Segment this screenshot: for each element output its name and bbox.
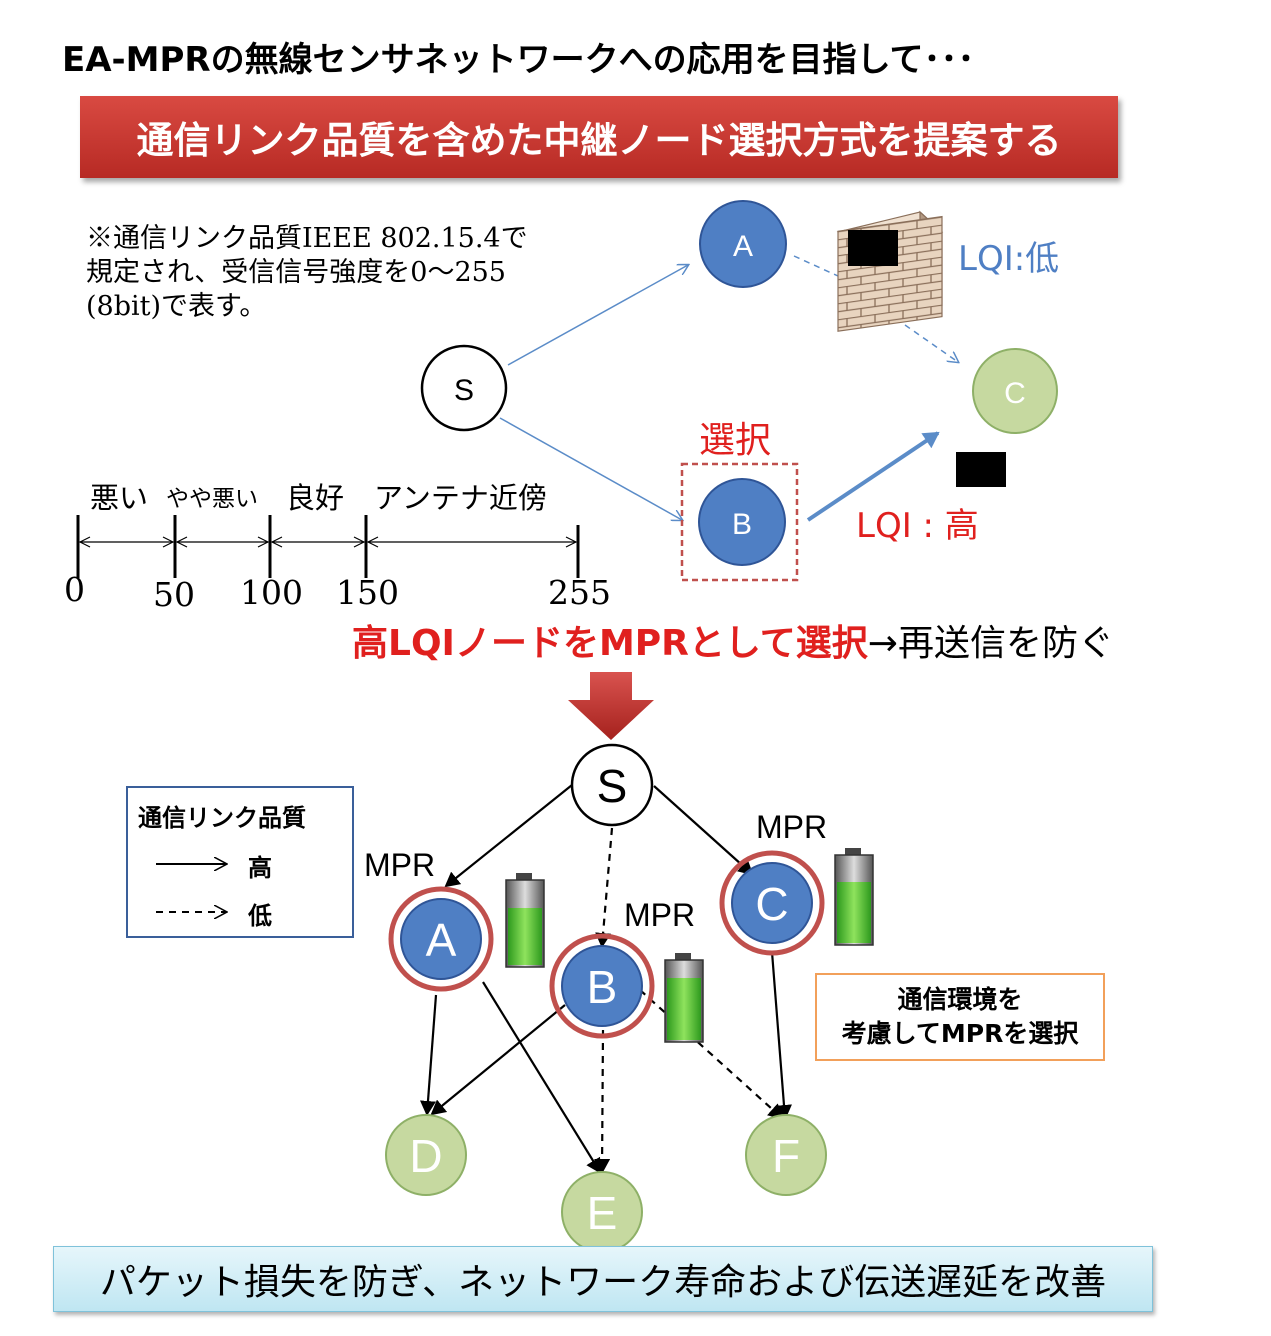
node-b	[561, 945, 643, 1027]
node-d-label: D	[409, 1130, 442, 1182]
edge-a-d	[420, 994, 438, 1116]
legend-low-label: 低	[248, 902, 272, 930]
edge-b-d	[430, 1004, 566, 1116]
page-title: EA-MPRの無線センサネットワークへの応用を目指して･･･	[62, 40, 975, 80]
top-node-s	[420, 344, 508, 432]
result-banner: パケット損失を防ぎ、ネットワーク寿命および伝送遅延を改善	[53, 1246, 1153, 1312]
top-node-s-label: S	[454, 374, 474, 407]
lqi-scale: 悪い やや悪い 良好 アンテナ近傍 0 50 100 150 255	[64, 481, 611, 614]
edge-s-c	[653, 785, 754, 876]
mpr-label-c: MPR	[756, 809, 827, 845]
top-node-a	[699, 200, 787, 288]
scale-value: 255	[548, 573, 611, 612]
mpr-ring-a	[388, 886, 494, 992]
edge-a-e	[482, 981, 602, 1174]
node-c	[731, 862, 813, 944]
down-arrow-icon	[568, 672, 654, 740]
redaction-box	[848, 230, 898, 266]
edge-s-b	[595, 827, 614, 948]
lqi-note-line3: (8bit)で表す。	[86, 291, 267, 322]
legend-title: 通信リンク品質	[138, 804, 306, 832]
conclusion-text: 高LQIノードをMPRとして選択→再送信を防ぐ	[352, 614, 1114, 666]
top-node-b	[698, 478, 786, 566]
scale-value: 0	[64, 570, 85, 609]
mpr-ring-b	[549, 933, 655, 1039]
lqi-note-line1: ※通信リンク品質IEEE 802.15.4で	[86, 223, 528, 254]
edge-b-e	[594, 1029, 611, 1174]
legend-box: 通信リンク品質 高 低	[126, 786, 354, 938]
node-a	[400, 898, 482, 980]
edge-c-f	[770, 951, 792, 1120]
range-label-bad: 悪い	[90, 481, 148, 515]
range-label-good: 良好	[286, 481, 344, 515]
legend-arrows	[156, 788, 352, 936]
node-f	[745, 1114, 827, 1196]
callout-line1: 通信環境を	[897, 985, 1023, 1014]
scale-value: 100	[240, 573, 303, 612]
top-node-a-label: A	[733, 230, 753, 263]
conclusion-red: 高LQIノードをMPRとして選択	[352, 623, 868, 664]
node-s-label: S	[597, 760, 628, 812]
node-b-label: B	[587, 961, 618, 1013]
battery-icon	[834, 848, 874, 946]
redaction-box	[956, 452, 1006, 487]
node-d	[385, 1114, 467, 1196]
edge-a-wall	[793, 255, 839, 277]
edge-b-c	[806, 431, 940, 522]
top-node-c-label: C	[1004, 377, 1026, 410]
edge-wall-c	[904, 324, 958, 362]
edge-s-b	[499, 417, 682, 520]
lqi-low-label: LQI:低	[958, 239, 1059, 279]
node-a-label: A	[426, 914, 457, 966]
mpr-label-a: MPR	[364, 847, 435, 883]
top-node-b-label: B	[732, 508, 752, 541]
mpr-ring-c	[719, 850, 825, 956]
selection-box	[680, 462, 799, 582]
lqi-note-line2: 規定され、受信信号強度を0〜255	[86, 257, 506, 288]
battery-icon	[664, 953, 704, 1043]
scale-value: 150	[336, 573, 399, 612]
node-s	[570, 743, 654, 827]
brick-wall-icon	[836, 210, 944, 332]
select-label: 選択	[699, 420, 771, 461]
callout-box: 通信環境を 考慮してMPRを選択	[815, 973, 1105, 1061]
edge-s-a	[507, 265, 688, 366]
lqi-note: ※通信リンク品質IEEE 802.15.4で 規定され、受信信号強度を0〜255…	[86, 222, 528, 324]
proposal-banner: 通信リンク品質を含めた中継ノード選択方式を提案する	[80, 96, 1118, 178]
bottom-diagram: S A B C D E F MPR MPR MPR	[364, 743, 874, 1253]
callout-line2: 考慮してMPRを選択	[841, 1019, 1079, 1048]
range-label-near-antenna: アンテナ近傍	[374, 481, 547, 515]
top-diagram: S A B C LQI:低 LQI : 高 選択	[420, 200, 1059, 582]
node-f-label: F	[772, 1130, 800, 1182]
battery-icon	[505, 873, 545, 968]
scale-value: 50	[153, 575, 195, 614]
edge-b-f	[639, 989, 784, 1120]
conclusion-black: →再送信を防ぐ	[867, 623, 1114, 664]
node-e-label: E	[587, 1187, 618, 1239]
node-c-label: C	[755, 878, 788, 930]
legend-high-label: 高	[248, 854, 272, 882]
top-node-c	[972, 348, 1058, 434]
mpr-label-b: MPR	[624, 897, 695, 933]
edge-s-a	[444, 784, 573, 888]
lqi-high-label: LQI : 高	[856, 506, 979, 546]
range-label-somewhat-bad: やや悪い	[166, 486, 258, 512]
